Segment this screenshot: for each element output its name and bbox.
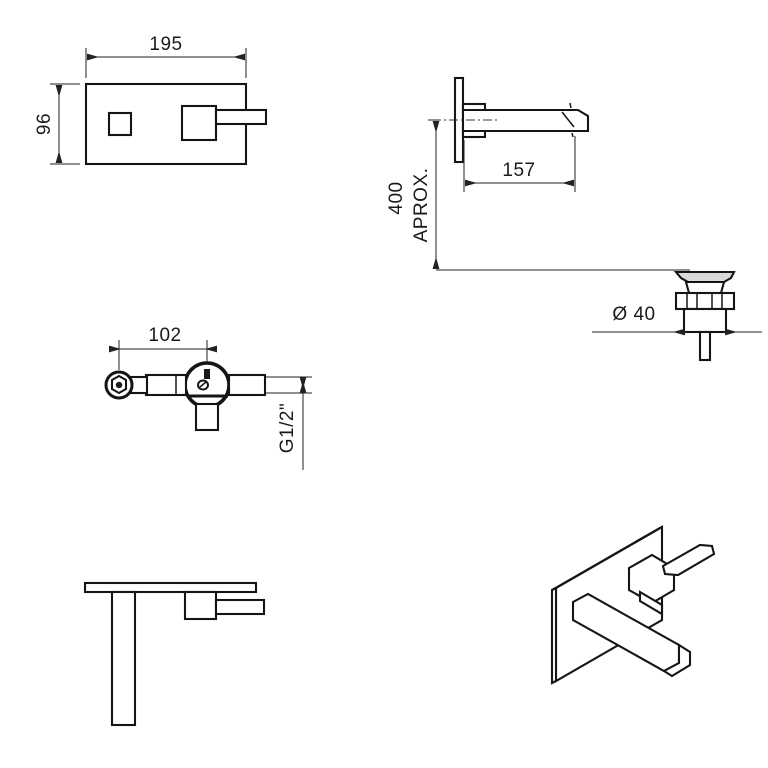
dim-label-102: 102 xyxy=(148,325,181,346)
dimension-157: 157 xyxy=(463,136,576,192)
spout-body xyxy=(461,108,590,133)
profile-top-plate xyxy=(83,581,258,594)
drain-body xyxy=(682,307,728,334)
dimension-195: 195 xyxy=(85,34,247,78)
dim-label-96: 96 xyxy=(34,113,55,135)
valve-bottom-branch xyxy=(194,402,220,432)
profile-vertical-plate xyxy=(110,590,137,727)
spout-tip-tick-lower xyxy=(571,132,574,138)
valve-port-slash xyxy=(199,381,207,388)
dimension-102: 102 xyxy=(109,325,217,370)
view-valve-body: 102 G1/2" xyxy=(104,325,312,470)
dimension-g12: G1/2" xyxy=(265,376,312,470)
view-waste-drain: Ø 40 xyxy=(592,270,762,362)
valve-right-pipe xyxy=(227,373,267,397)
dim-label-aprox: APROX. xyxy=(411,168,432,243)
plate-lever-arm xyxy=(214,108,268,126)
dimension-400-aprox: 400 APROX. xyxy=(386,119,690,271)
dimension-96: 96 xyxy=(34,83,80,165)
dim-label-400: 400 xyxy=(386,181,407,214)
iso-handle-lever xyxy=(661,543,716,577)
spout-tip-tick-upper xyxy=(569,102,572,109)
view-side-profile xyxy=(83,581,266,727)
valve-left-pipe xyxy=(144,373,188,397)
dim-label-195: 195 xyxy=(149,34,182,55)
dim-label-dia40: Ø 40 xyxy=(612,304,655,325)
dim-label-g12: G1/2" xyxy=(277,403,298,453)
drain-threaded-collar xyxy=(674,291,736,311)
iso-spout-tip xyxy=(661,643,692,678)
spout-aerator-leader xyxy=(561,111,575,128)
view-spout-side: 157 400 APROX. xyxy=(386,76,690,271)
dim-label-157: 157 xyxy=(502,160,535,181)
profile-lever-arm xyxy=(214,598,266,616)
view-isometric xyxy=(550,525,716,685)
valve-filter-center xyxy=(115,381,123,389)
iso-handle-stem xyxy=(638,590,664,616)
drain-tailpiece-stem xyxy=(698,330,712,362)
plate-handle-base-square xyxy=(180,104,218,142)
dimension-diameter-40: Ø 40 xyxy=(592,304,762,336)
iso-plate-left-edge xyxy=(550,586,558,685)
view-front-plate: 195 96 xyxy=(34,34,268,166)
drain-cap-flange xyxy=(673,270,736,284)
profile-handle-block xyxy=(183,590,218,621)
plate-small-square-detail xyxy=(107,111,133,137)
valve-stem-slot xyxy=(204,369,210,379)
drain-neck xyxy=(684,280,726,295)
